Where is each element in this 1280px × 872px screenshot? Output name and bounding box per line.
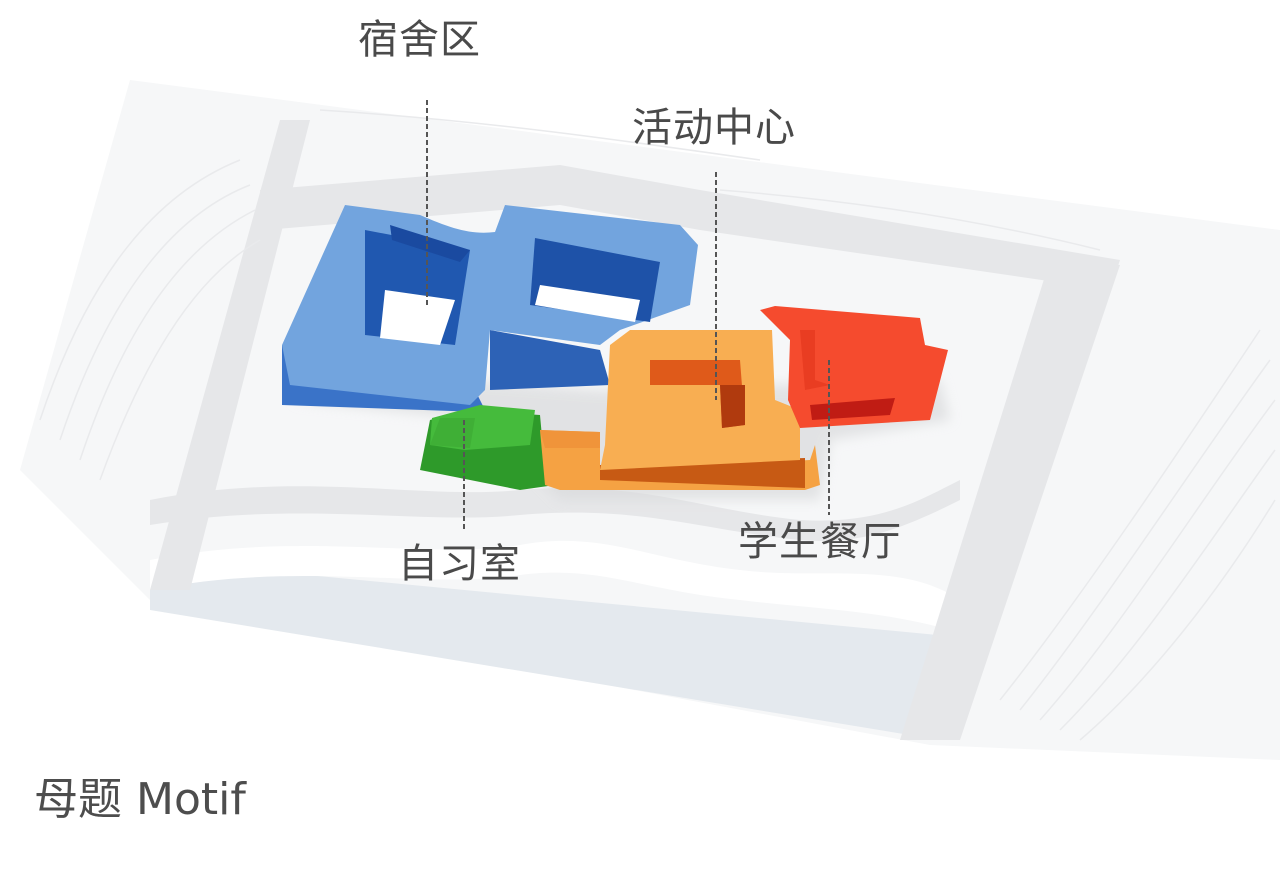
study-room-label: 自习室 bbox=[398, 541, 521, 587]
activity-center-label: 活动中心 bbox=[632, 105, 796, 151]
dormitory-label: 宿舍区 bbox=[358, 17, 481, 63]
contour-lines bbox=[39, 109, 1276, 741]
canteen-building bbox=[760, 306, 948, 428]
dormitory-building bbox=[282, 205, 698, 420]
activity-center-building bbox=[540, 330, 820, 490]
study-room-building bbox=[420, 405, 555, 490]
roads bbox=[150, 120, 1120, 740]
diagram-caption: 母题 Motif bbox=[34, 774, 246, 825]
canteen-label: 学生餐厅 bbox=[738, 519, 902, 565]
leader-lines bbox=[426, 100, 830, 530]
water-area bbox=[150, 560, 990, 740]
